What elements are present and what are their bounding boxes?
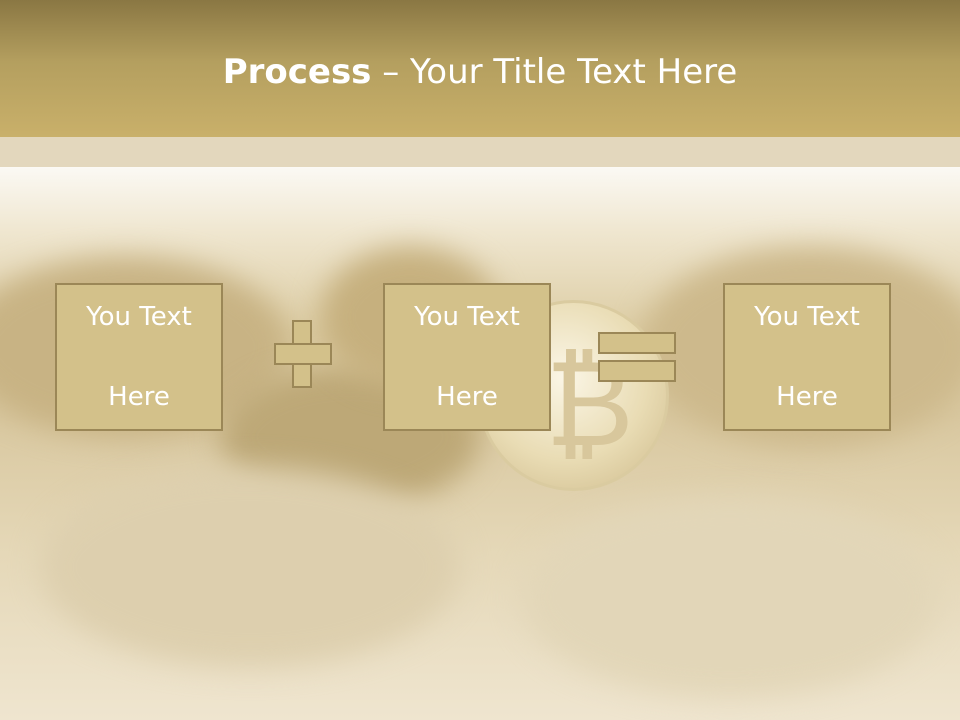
title-band	[0, 137, 960, 167]
title-rest: – Your Title Text Here	[371, 52, 738, 92]
box-text-line2: Here	[776, 382, 838, 412]
coin-blur	[520, 497, 940, 697]
slide-title: Process – Your Title Text Here	[0, 52, 960, 92]
coin-blur	[40, 467, 460, 667]
bitcoin-symbol-icon: ₿	[545, 335, 634, 474]
background-photo	[0, 167, 960, 720]
plus-icon-center	[294, 345, 310, 363]
box-text-line1: You Text	[414, 302, 520, 332]
title-bar	[0, 0, 960, 137]
equals-icon-bar	[598, 360, 676, 382]
box-text-line1: You Text	[86, 302, 192, 332]
box-text-line2: Here	[436, 382, 498, 412]
title-bold: Process	[222, 52, 372, 92]
box-text-line1: You Text	[754, 302, 860, 332]
equals-icon	[598, 332, 676, 354]
box-text-line2: Here	[108, 382, 170, 412]
